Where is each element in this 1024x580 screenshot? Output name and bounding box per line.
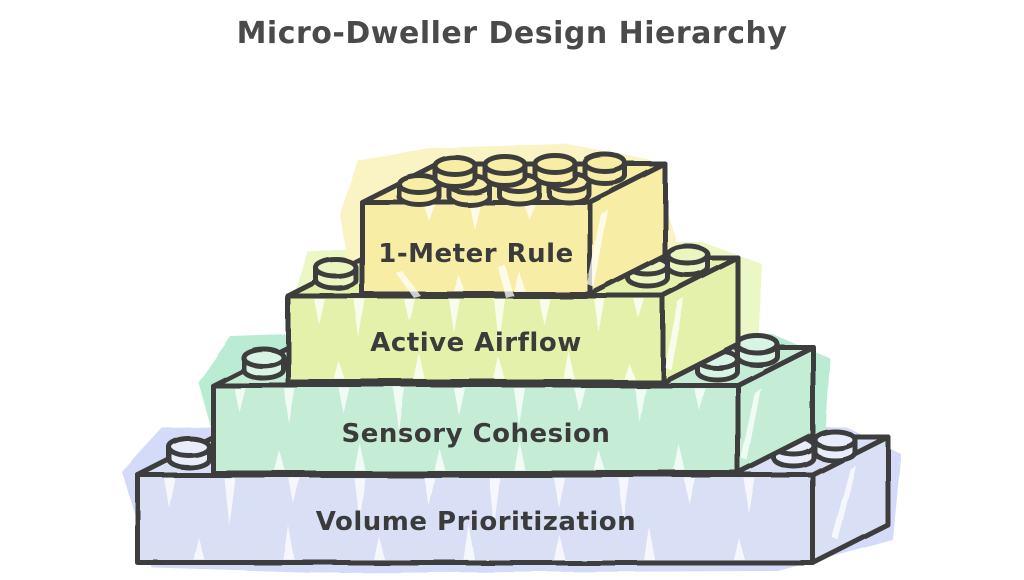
highlight-streak [665,298,684,370]
texture-spike [454,388,465,416]
texture-spike [194,538,205,560]
texture-spike [514,388,525,426]
texture-spike [694,388,705,410]
texture-spike [514,271,525,291]
texture-spike [674,444,685,470]
texture-spike [164,478,175,508]
texture-layer [424,205,535,291]
texture-spike [634,299,645,319]
texture-spike [449,299,460,333]
texture-spike [684,478,695,504]
brick-label-level-4: Volume Prioritization [316,507,636,537]
highlight-streak [587,210,608,287]
texture-spike [734,538,745,560]
texture-spike [464,524,475,560]
brick-stud [240,346,286,368]
texture-spike [644,526,655,560]
stud-layer [396,152,628,207]
texture-spike [424,205,435,221]
texture-spike [314,299,325,325]
texture-spike [574,388,585,412]
texture-spike [394,388,405,432]
texture-spike [539,299,550,325]
texture-spike [494,299,505,345]
brick-stud [532,153,578,175]
texture-spike [594,450,605,470]
texture-spike [354,442,365,470]
brick-stud [313,257,359,279]
texture-spike [234,388,245,412]
label-layer: 1-Meter Rule Active Airflow Sensory Cohe… [316,239,636,537]
texture-spike [594,299,605,333]
texture-spike [619,478,630,522]
texture-spike [469,205,480,229]
brick-stud [665,244,711,266]
texture-spike [744,478,755,514]
brick-level-1 [359,152,668,298]
texture-spike [524,205,535,219]
texture-spike [454,275,465,291]
texture-spike [624,363,635,379]
highlight-streak [498,265,514,298]
texture-spike [274,450,285,470]
highlight-streak [832,466,856,540]
texture-spike [404,299,415,321]
brick-label-level-3: Sensory Cohesion [342,419,611,449]
texture-spike [284,388,295,424]
highlight-streak [396,271,421,298]
texture-spike [354,299,365,339]
texture-spike [554,534,565,560]
texture-spike [339,388,350,414]
brick-stud [812,429,858,451]
texture-spike [334,361,345,379]
brick-stud [482,154,528,176]
brick-label-level-2: Active Airflow [370,328,581,358]
texture-spike [374,536,385,560]
texture-spike [564,351,575,379]
texture-spike [434,448,445,470]
brick-label-level-1: 1-Meter Rule [378,239,573,269]
brick-stud [582,152,628,174]
texture-spike [554,478,565,508]
brick-stud [166,436,212,458]
diagram-title: Micro-Dweller Design Hierarchy [236,16,788,51]
texture-spike [354,478,365,520]
brick-stud [432,155,478,177]
highlight-streak [741,388,761,460]
texture-spike [424,478,435,506]
texture-spike [494,357,505,379]
texture-spike [489,478,500,528]
texture-spike [289,478,300,504]
texture-spike [414,353,425,379]
texture-spike [284,526,295,560]
texture-spike [514,440,525,470]
texture-spike [224,478,235,526]
texture-spike [634,388,645,422]
brick-stud [734,333,780,355]
